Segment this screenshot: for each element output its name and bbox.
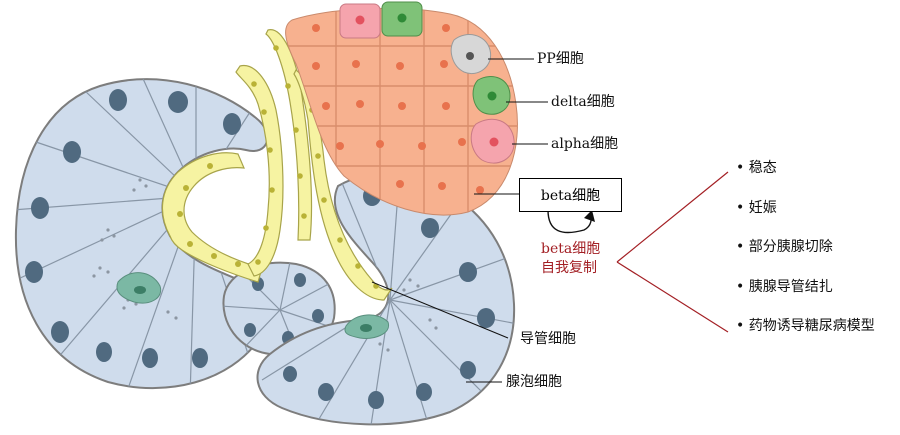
condition-item: 妊娠: [736, 197, 875, 237]
beta-cell-label: beta细胞: [540, 188, 601, 204]
replication-arrow: [547, 209, 592, 234]
arrow-head-icon: [584, 210, 595, 222]
beta-replication-label-line1: beta细胞: [541, 241, 601, 257]
pp-cell-label: PP细胞: [537, 51, 584, 67]
acinus-left: [14, 78, 269, 390]
fan-lines: [616, 171, 729, 333]
condition-list: 稳态 妊娠 部分胰腺切除 胰腺导管结扎 药物诱导糖尿病模型: [736, 157, 875, 355]
condition-item: 药物诱导糖尿病模型: [736, 315, 875, 355]
condition-item: 部分胰腺切除: [736, 236, 875, 276]
alpha-cell-label: alpha细胞: [551, 136, 619, 152]
acinar-cell-label: 腺泡细胞: [506, 374, 562, 390]
beta-replication-label-line2: 自我复制: [541, 260, 597, 276]
beta-cell-label-box: beta细胞: [519, 178, 622, 212]
acinus-right: [256, 172, 516, 426]
condition-item: 稳态: [736, 157, 875, 197]
delta-cell-label: delta细胞: [551, 94, 615, 110]
islet: [285, 1, 518, 216]
leader-lines: [371, 58, 548, 383]
duct-cell-label: 导管细胞: [520, 331, 576, 347]
condition-item: 胰腺导管结扎: [736, 276, 875, 316]
